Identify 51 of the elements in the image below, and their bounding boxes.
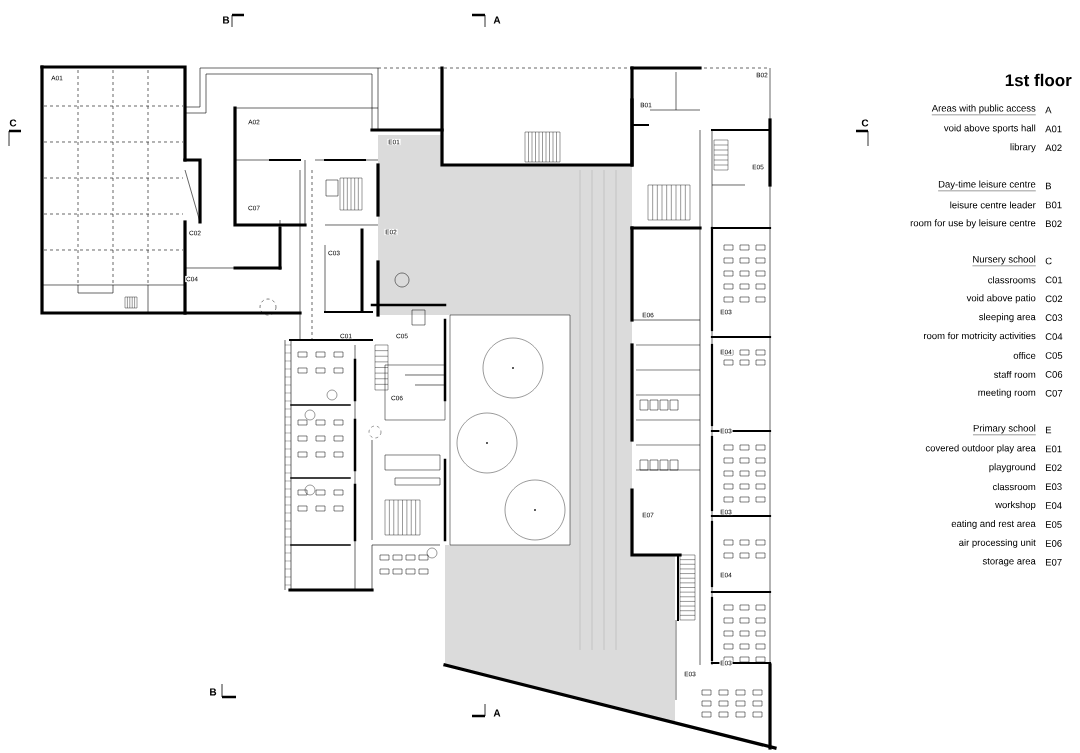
- room-code: B01: [1046, 201, 1062, 209]
- legend-text: classroom: [992, 483, 1036, 491]
- room-code: B: [1046, 182, 1052, 190]
- section-letter: A: [493, 16, 501, 24]
- legend-heading: Primary school: [972, 424, 1036, 435]
- room-code: C04: [1045, 333, 1063, 340]
- room-code: E01: [1046, 445, 1062, 453]
- legend-heading: Day-time leisure centre: [937, 180, 1036, 192]
- room-code: E: [1046, 426, 1052, 434]
- legend-text: classrooms: [988, 276, 1036, 284]
- room-code: E04: [1046, 502, 1062, 509]
- legend-text: room for use by leisure centre: [910, 219, 1036, 229]
- room-code: C: [1045, 257, 1052, 265]
- room-code: C07: [1045, 389, 1063, 397]
- room-code: E07: [1046, 558, 1062, 566]
- room-code: C03: [1045, 314, 1063, 322]
- legend-text: air processing unit: [959, 538, 1036, 548]
- legend-text: covered outdoor play area: [925, 444, 1036, 454]
- section-letter: C: [861, 119, 869, 127]
- legend-text: staff room: [994, 370, 1036, 378]
- room-code: C01: [1045, 276, 1063, 284]
- legend-heading: Areas with public access: [931, 104, 1036, 116]
- legend-text: leisure centre leader: [950, 201, 1036, 209]
- section-letter: B: [223, 16, 230, 24]
- legend-heading: Nursery school: [972, 255, 1036, 267]
- legend-text: void above patio: [966, 294, 1036, 304]
- room-code: A: [1045, 106, 1052, 114]
- section-letter: B: [210, 688, 217, 696]
- room-code: E06: [1046, 540, 1062, 547]
- section-letter: C: [9, 119, 17, 127]
- room-code: A02: [1045, 144, 1062, 152]
- section-letter: A: [493, 709, 501, 717]
- legend-text: workshop: [995, 501, 1036, 511]
- room-code: B02: [1046, 220, 1062, 228]
- legend-text: void above sports hall: [943, 124, 1036, 134]
- room-code: C05: [1045, 352, 1063, 359]
- legend-text: eating and rest area: [951, 520, 1036, 529]
- legend-text: room for motricity activities: [924, 332, 1036, 342]
- room-code: C06: [1045, 371, 1063, 378]
- legend-text: meeting room: [978, 388, 1036, 398]
- title: 1st floor: [1005, 73, 1072, 87]
- room-code: E05: [1046, 521, 1062, 528]
- legend-text: playground: [989, 463, 1036, 473]
- legend-text: sleeping area: [979, 313, 1036, 323]
- room-code: A01: [1045, 125, 1062, 133]
- room-code: C02: [1045, 295, 1063, 303]
- legend-text: storage area: [982, 558, 1036, 567]
- legend-text: library: [1010, 143, 1036, 153]
- room-code: E02: [1046, 464, 1062, 472]
- room-code: E03: [1046, 483, 1062, 491]
- legend-text: office: [1013, 352, 1036, 359]
